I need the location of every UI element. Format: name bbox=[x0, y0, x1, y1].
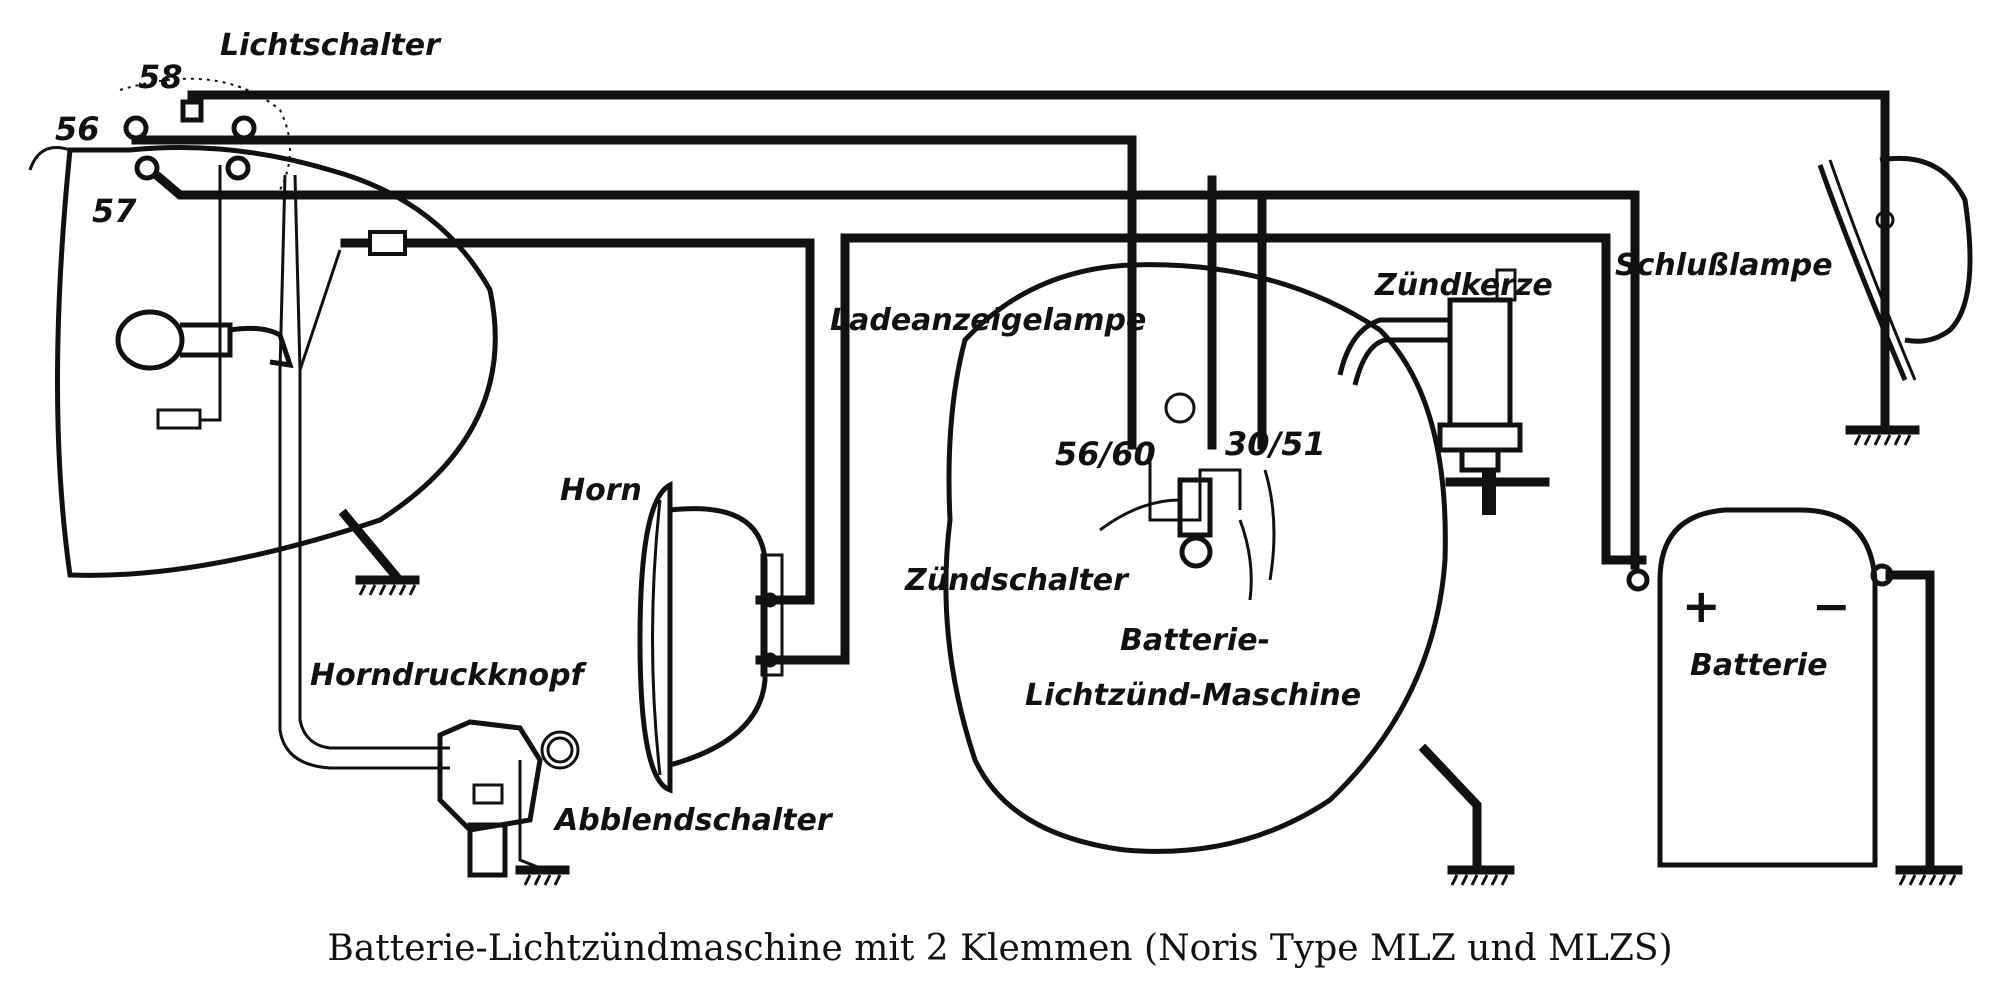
terminal-58-label: 58 bbox=[138, 58, 183, 96]
ground-symbol-machine bbox=[1447, 865, 1515, 886]
wire-58-tail-lamp bbox=[187, 90, 1890, 225]
terminal-56-60-label: 56/60 bbox=[1055, 435, 1156, 473]
terminal-right-connector bbox=[231, 115, 257, 141]
battery-ground-wire bbox=[1885, 570, 1935, 875]
ground-symbol-switch bbox=[520, 865, 570, 886]
label-ladeanzeigelampe: Ladeanzeigelampe bbox=[830, 303, 1146, 338]
ground-symbols bbox=[355, 425, 1963, 886]
handlebar-cable bbox=[278, 174, 450, 770]
ground-symbol-battery bbox=[1895, 865, 1963, 886]
terminal-56-connector bbox=[123, 115, 149, 141]
tail-lamp bbox=[1817, 155, 1973, 435]
label-schlusslampe: Schlußlampe bbox=[1615, 248, 1833, 283]
battery-minus-label: − bbox=[1812, 579, 1851, 633]
terminal-lower-right-connector bbox=[225, 155, 251, 181]
horn bbox=[637, 480, 784, 794]
spark-plug bbox=[1337, 268, 1550, 515]
label-horndruckknopf: Horndruckknopf bbox=[310, 658, 588, 693]
battery bbox=[1626, 507, 1935, 875]
wire-horn bbox=[340, 238, 815, 605]
label-zuendkerze: Zündkerze bbox=[1374, 268, 1553, 303]
charge-lamp-bulb bbox=[1164, 392, 1196, 424]
ground-symbol-headlamp bbox=[355, 575, 420, 596]
wire-57-battery bbox=[153, 171, 1640, 570]
machine-ground-strap bbox=[1418, 743, 1482, 875]
label-horn: Horn bbox=[560, 473, 642, 508]
label-lichtschalter: Lichtschalter bbox=[220, 28, 442, 63]
terminal-56-label: 56 bbox=[55, 110, 100, 148]
terminal-58-connector bbox=[180, 99, 204, 123]
label-zuendschalter: Zündschalter bbox=[904, 563, 1130, 598]
ground-symbol-tail-lamp bbox=[1850, 425, 1920, 446]
battery-plus-label: + bbox=[1682, 579, 1721, 633]
wire-horn-return bbox=[755, 235, 850, 665]
handlebar-switch bbox=[437, 719, 580, 878]
wire-56-machine bbox=[131, 135, 1137, 450]
label-maschine-line1: Batterie- bbox=[1120, 623, 1270, 658]
terminal-57-label: 57 bbox=[92, 192, 137, 230]
label-batterie: Batterie bbox=[1690, 648, 1828, 683]
terminal-57-connector bbox=[134, 155, 160, 181]
terminal-30-51-label: 30/51 bbox=[1225, 425, 1326, 463]
figure-caption: Batterie-Lichtzündmaschine mit 2 Klemmen… bbox=[327, 928, 1672, 969]
wiring-harness bbox=[131, 90, 1890, 665]
label-maschine-line2: Lichtzünd-Maschine bbox=[1025, 678, 1361, 713]
headlamp-ground-strap bbox=[338, 508, 402, 582]
label-abblendschalter: Abblendschalter bbox=[553, 803, 834, 838]
headlamp-bulb bbox=[115, 165, 294, 430]
battery-light-ignition-machine bbox=[943, 262, 1482, 875]
